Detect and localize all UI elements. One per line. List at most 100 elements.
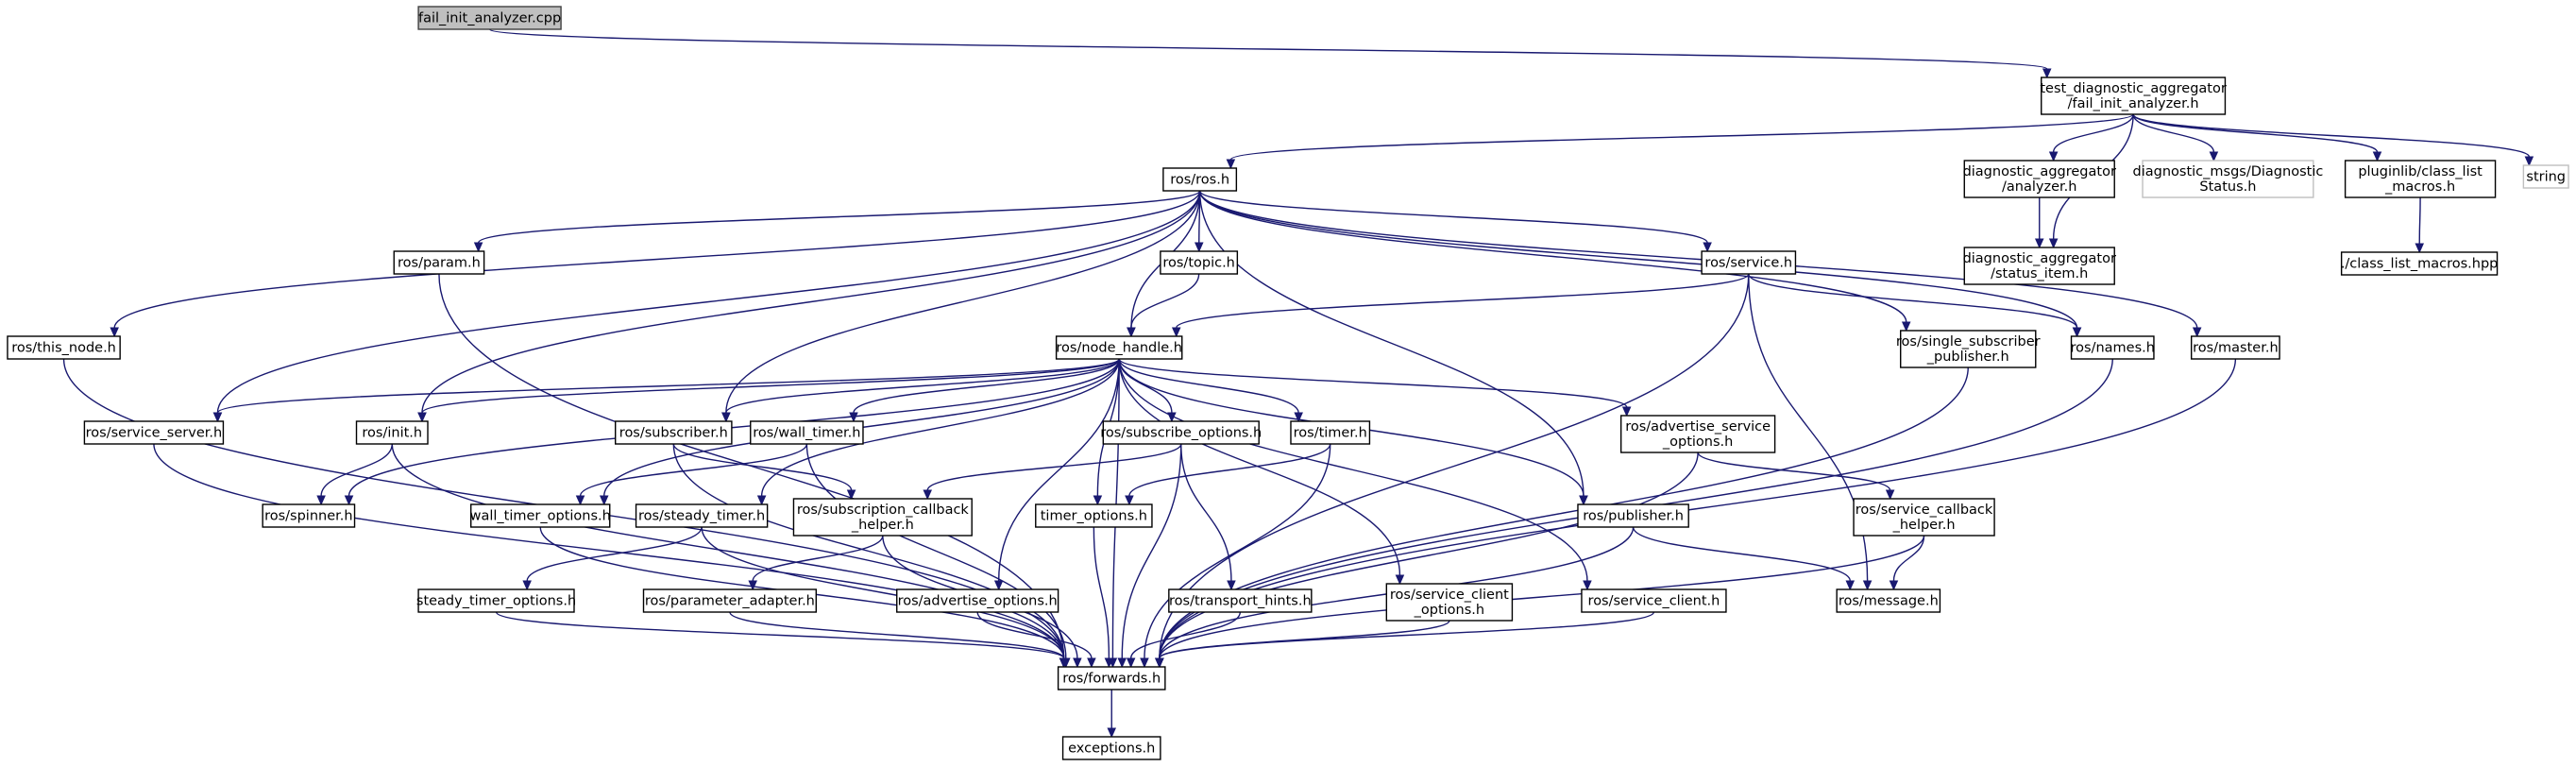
- edge-ros-to-names: [1198, 190, 2082, 338]
- node-to[interactable]: timer_options.h: [1035, 503, 1153, 528]
- edge-line: [729, 611, 1065, 659]
- node-da_si[interactable]: diagnostic_aggregator/status_item.h: [1963, 247, 2116, 285]
- node-box: [7, 335, 121, 360]
- edges-layer: [62, 28, 2534, 739]
- edge-ros-to-service: [1198, 190, 1712, 253]
- node-label: test_diagnostic_aggregator: [2040, 81, 2226, 96]
- edge-arrowhead: [1107, 727, 1117, 739]
- edge-line: [1118, 358, 1299, 414]
- edge-arrowhead: [2524, 156, 2534, 167]
- node-clm[interactable]: ./class_list_macros.hpp: [2341, 251, 2499, 276]
- node-box: [2142, 160, 2314, 198]
- edge-arrowhead: [1059, 657, 1069, 669]
- edge-arrowhead: [2034, 238, 2044, 249]
- edge-fwd-to-exc: [1107, 690, 1117, 739]
- node-fwd[interactable]: ros/forwards.h: [1057, 666, 1166, 690]
- edge-nh-to-sc: [1118, 358, 1592, 591]
- node-root[interactable]: fail_init_analyzer.cpp: [417, 6, 562, 30]
- node-ao[interactable]: ros/advertise_options.h: [896, 588, 1059, 613]
- edge-arrowhead: [417, 412, 427, 423]
- edge-line: [672, 443, 1065, 659]
- node-pub[interactable]: ros/publisher.h: [1577, 503, 1689, 528]
- edge-line: [477, 190, 1201, 244]
- edge-sc-to-fwd: [1155, 611, 1655, 669]
- edge-line: [488, 28, 2048, 70]
- node-thisnode[interactable]: ros/this_node.h: [7, 335, 121, 360]
- node-spinner[interactable]: ros/spinner.h: [262, 503, 356, 528]
- node-string[interactable]: string: [2522, 164, 2569, 189]
- edge-line: [1180, 443, 1232, 582]
- node-fa[interactable]: test_diagnostic_aggregator/fail_init_ana…: [2040, 77, 2227, 115]
- node-box: [635, 503, 769, 528]
- node-box: [1057, 666, 1166, 690]
- node-label: ros/service_callback: [1856, 503, 1993, 518]
- edge-line: [579, 443, 808, 497]
- node-label: diagnostic_aggregator: [1963, 164, 2116, 179]
- edge-ao-to-fwd: [976, 611, 1096, 669]
- node-box: [393, 250, 485, 275]
- edge-line: [1144, 443, 1331, 659]
- edge-ssrv-to-fwd: [153, 443, 1069, 669]
- edge-arrowhead: [2209, 151, 2219, 162]
- node-plug[interactable]: pluginlib/class_list_macros.h: [2344, 160, 2497, 198]
- node-label: ros/param.h: [398, 256, 481, 271]
- node-label: ./class_list_macros.hpp: [2341, 257, 2499, 272]
- node-param[interactable]: ros/param.h: [393, 250, 485, 275]
- edge-line: [1159, 611, 1655, 659]
- node-service[interactable]: ros/service.h: [1701, 250, 1797, 275]
- edge-line: [320, 443, 393, 497]
- edge-arrowhead: [1395, 574, 1405, 586]
- node-sub[interactable]: ros/subscriber.h: [614, 420, 733, 445]
- node-th[interactable]: ros/transport_hints.h: [1168, 588, 1313, 613]
- node-sto[interactable]: steady_timer_options.h: [416, 588, 576, 613]
- node-box: [1963, 247, 2115, 285]
- edge-aso-to-svcb: [1697, 452, 1895, 501]
- node-scb[interactable]: ros/subscription_callback_helper.h: [792, 498, 973, 537]
- edge-arrowhead: [1125, 495, 1134, 506]
- edge-ros-to-param: [473, 190, 1201, 253]
- node-box: [896, 588, 1059, 613]
- node-steady[interactable]: ros/steady_timer.h: [635, 503, 769, 528]
- node-topic[interactable]: ros/topic.h: [1160, 250, 1239, 275]
- node-da_an[interactable]: diagnostic_aggregator/analyzer.h: [1963, 160, 2116, 198]
- node-exc[interactable]: exceptions.h: [1061, 736, 1161, 760]
- node-subopt[interactable]: ros/subscribe_options.h: [1100, 420, 1262, 445]
- node-ssp[interactable]: ros/single_subscriber_publisher.h: [1896, 330, 2041, 368]
- node-pa[interactable]: ros/parameter_adapter.h: [642, 588, 817, 613]
- node-box: [1853, 498, 1995, 537]
- node-nh[interactable]: ros/node_handle.h: [1055, 335, 1183, 360]
- edge-arrowhead: [2048, 238, 2059, 249]
- node-timer[interactable]: ros/timer.h: [1290, 420, 1371, 445]
- edge-master-to-fwd: [1155, 358, 2237, 669]
- node-names[interactable]: ros/names.h: [2071, 335, 2155, 360]
- node-ssrv[interactable]: ros/service_server.h: [83, 420, 225, 445]
- edge-nh-to-steady: [756, 358, 1120, 506]
- node-label: ros/ros.h: [1170, 173, 1229, 188]
- node-wto[interactable]: wall_timer_options.h: [470, 503, 611, 528]
- edge-line: [1159, 358, 2237, 659]
- node-msg[interactable]: ros/message.h: [1836, 588, 1941, 613]
- edge-fa-to-ros: [1226, 113, 2134, 170]
- edge-arrowhead: [522, 580, 532, 591]
- edge-line: [1128, 443, 1331, 497]
- edge-arrowhead: [110, 327, 119, 338]
- edge-arrowhead: [2048, 151, 2059, 162]
- edge-line: [1093, 526, 1110, 659]
- node-label: ros/timer.h: [1294, 426, 1367, 441]
- node-sco[interactable]: ros/service_client_options.h: [1385, 583, 1514, 622]
- edge-line: [1159, 273, 1750, 659]
- node-sc[interactable]: ros/service_client.h: [1581, 588, 1727, 613]
- edge-da_an-to-da_si: [2034, 197, 2044, 249]
- node-ros[interactable]: ros/ros.h: [1162, 167, 1238, 192]
- node-aso[interactable]: ros/advertise_service_options.h: [1619, 415, 1776, 453]
- node-label: _helper.h: [1892, 518, 1956, 533]
- edge-nh-to-sub: [721, 358, 1120, 423]
- node-master[interactable]: ros/master.h: [2190, 335, 2280, 360]
- node-wt[interactable]: ros/wall_timer.h: [750, 420, 864, 445]
- node-init[interactable]: ros/init.h: [355, 420, 429, 445]
- edge-line: [2132, 113, 2215, 153]
- node-svcb[interactable]: ros/service_callback_helper.h: [1853, 498, 1995, 537]
- edge-arrowhead: [748, 580, 757, 591]
- edge-line: [1159, 620, 1450, 659]
